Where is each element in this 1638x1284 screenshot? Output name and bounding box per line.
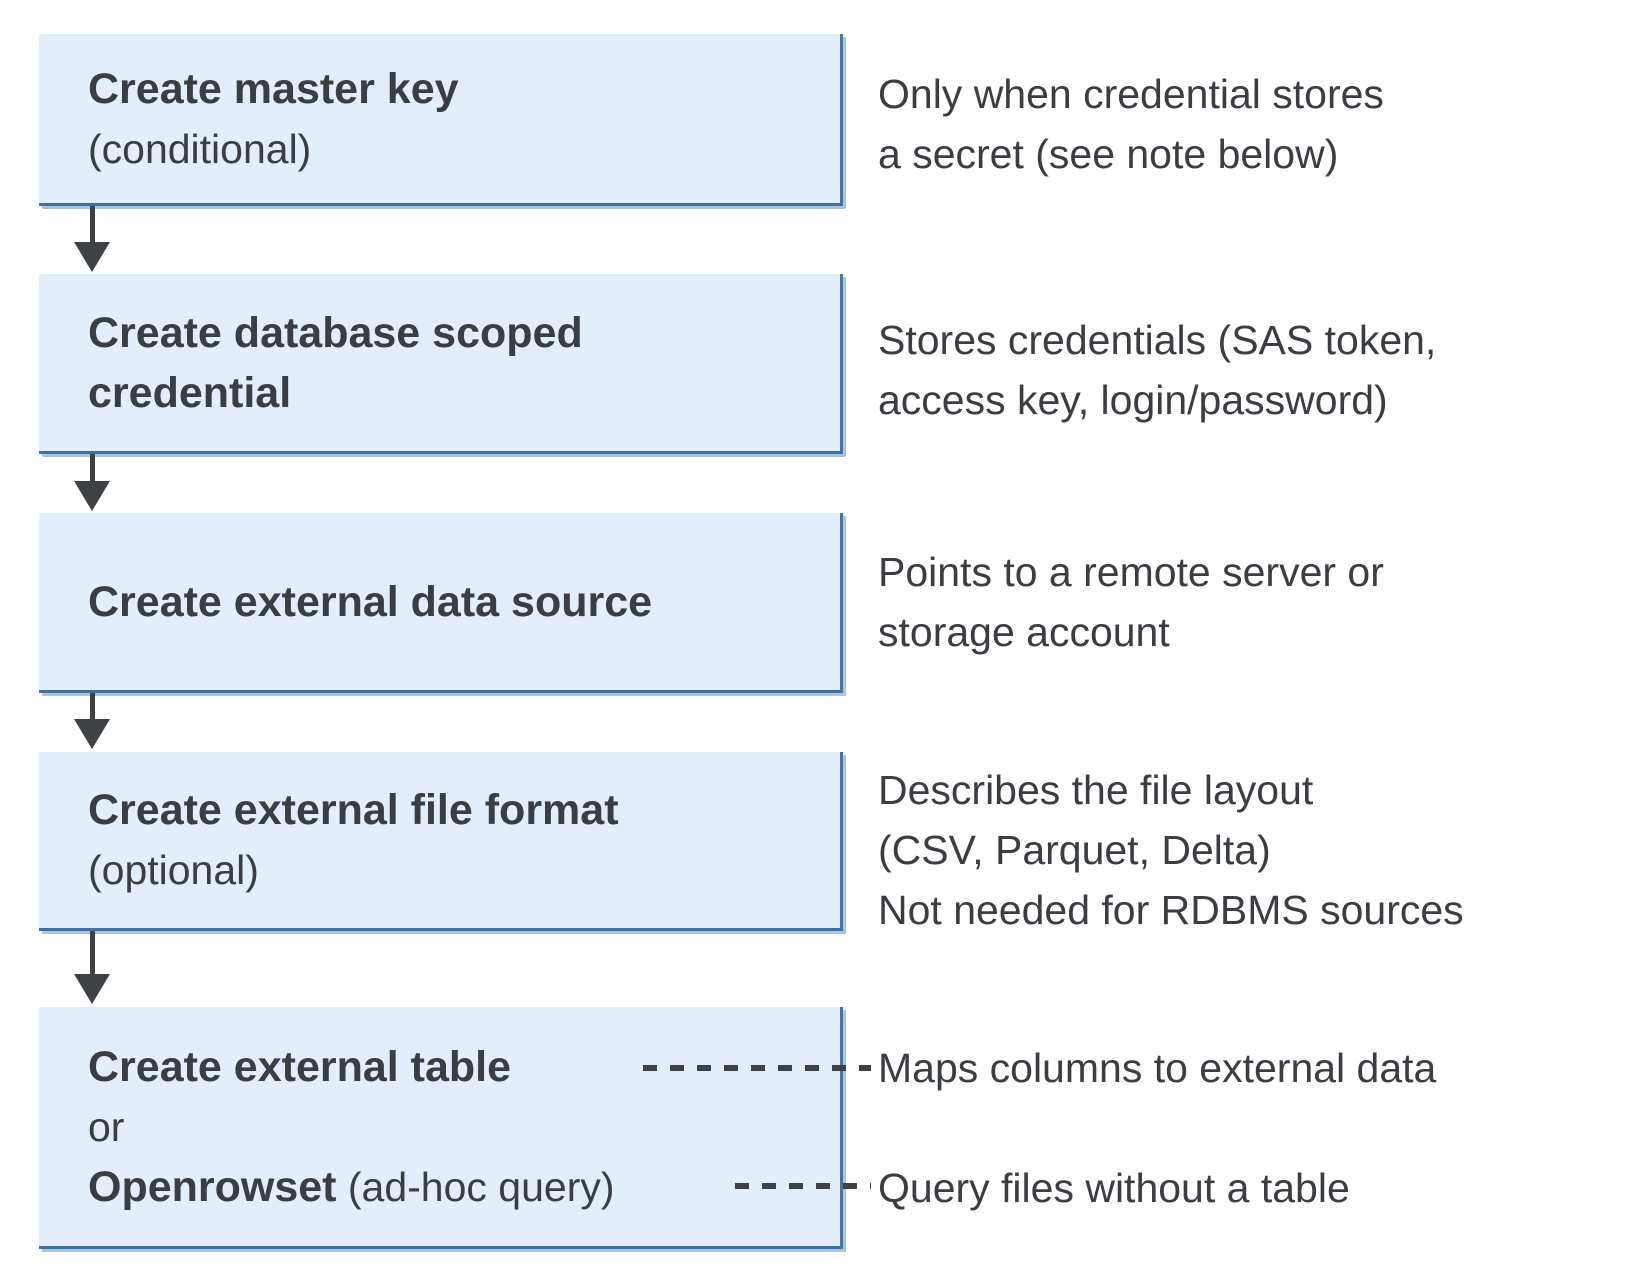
description-external-data-source: Points to a remote server or storage acc… [878,549,1384,655]
dashed-connector-openrowset [735,1183,871,1189]
description-master-key: Only when credential stores a secret (se… [878,71,1384,177]
flow-box-create-external-file-format: Create external file format (optional) [39,752,843,931]
arrow-shaft [89,931,95,974]
arrow-head [74,719,110,749]
box-title: Create master key [88,64,459,113]
box-note: (conditional) [88,125,312,172]
description-database-scoped-credential: Stores credentials (SAS token, access ke… [878,317,1437,423]
arrow-head [74,974,110,1004]
box-title-openrowset: Openrowset [88,1162,337,1211]
flow-box-create-external-table-or-openrowset: Create external table or Openrowset (ad-… [39,1007,843,1249]
flow-arrow-down-3 [74,693,110,749]
dashed-connector-external-table [643,1065,871,1071]
description-openrowset: Query files without a table [878,1165,1350,1211]
arrow-shaft [89,693,95,719]
box-title-external-table: Create external table [88,1042,512,1091]
box-title: Create external file format [88,786,619,834]
arrow-shaft [89,206,95,242]
box-note-adhoc-query: (ad-hoc query) [336,1163,615,1210]
description-external-table: Maps columns to external data [878,1045,1437,1091]
flow-arrow-down-2 [74,454,110,511]
arrow-head [74,242,110,272]
flow-box-create-database-scoped-credential: Create database scoped credential [39,274,843,454]
arrow-shaft [89,454,95,481]
box-or-label: or [88,1103,125,1150]
box-title: Create database scoped credential [88,308,583,417]
description-external-file-format: Describes the file layout (CSV, Parquet,… [878,767,1464,933]
flow-arrow-down-1 [74,206,110,272]
flow-arrow-down-4 [74,931,110,1004]
box-note: (optional) [88,847,259,893]
flow-box-create-master-key: Create master key (conditional) [39,34,843,206]
flow-box-create-external-data-source: Create external data source [39,513,843,693]
box-title: Create external data source [88,577,653,626]
arrow-head [74,481,110,511]
